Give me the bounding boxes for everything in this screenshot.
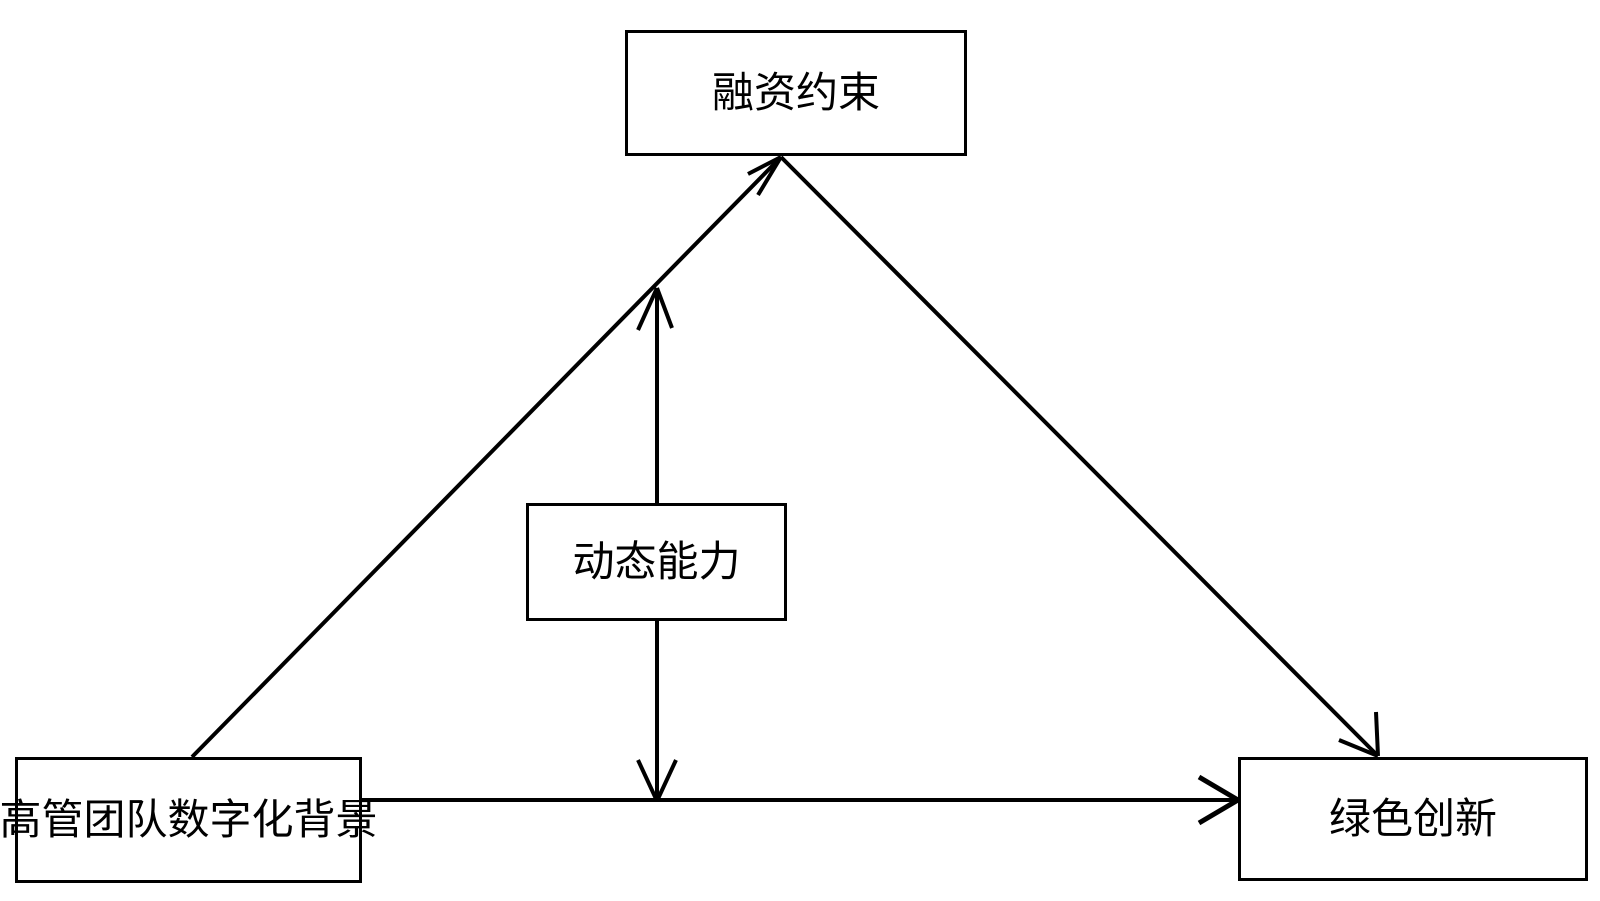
arrowhead-tmt-to-financing-constraints <box>747 155 783 197</box>
edge-line-financing-constraints-to-green-innovation <box>779 155 1380 758</box>
edge-tmt-to-financing-constraints <box>190 155 783 759</box>
arrowhead-financing-constraints-to-green-innovation <box>1338 711 1380 758</box>
edge-dynamic-capability-moderator-down <box>636 621 678 802</box>
arrowhead-tmt-to-green-innovation <box>1197 774 1240 826</box>
edge-dynamic-capability-moderator-up <box>636 287 674 503</box>
edge-financing-constraints-to-green-innovation <box>779 155 1380 758</box>
arrowhead-dynamic-capability-moderator-up <box>636 287 674 331</box>
node-tmt-digital-background[interactable]: 高管团队数字化背景 <box>0 757 378 883</box>
edge-tmt-to-green-innovation <box>362 774 1240 826</box>
edge-line-tmt-to-financing-constraints <box>190 155 783 759</box>
arrowhead-dynamic-capability-moderator-down <box>636 759 678 802</box>
node-dynamic-capability[interactable]: 动态能力 <box>526 503 787 621</box>
node-tmt-digital-background-label: 高管团队数字化背景 <box>0 794 378 844</box>
node-green-innovation-label: 绿色创新 <box>1328 793 1497 843</box>
node-financing-constraints-label: 融资约束 <box>711 67 880 117</box>
node-green-innovation[interactable]: 绿色创新 <box>1238 757 1588 881</box>
node-dynamic-capability-label: 动态能力 <box>572 536 741 586</box>
node-financing-constraints[interactable]: 融资约束 <box>625 30 967 156</box>
